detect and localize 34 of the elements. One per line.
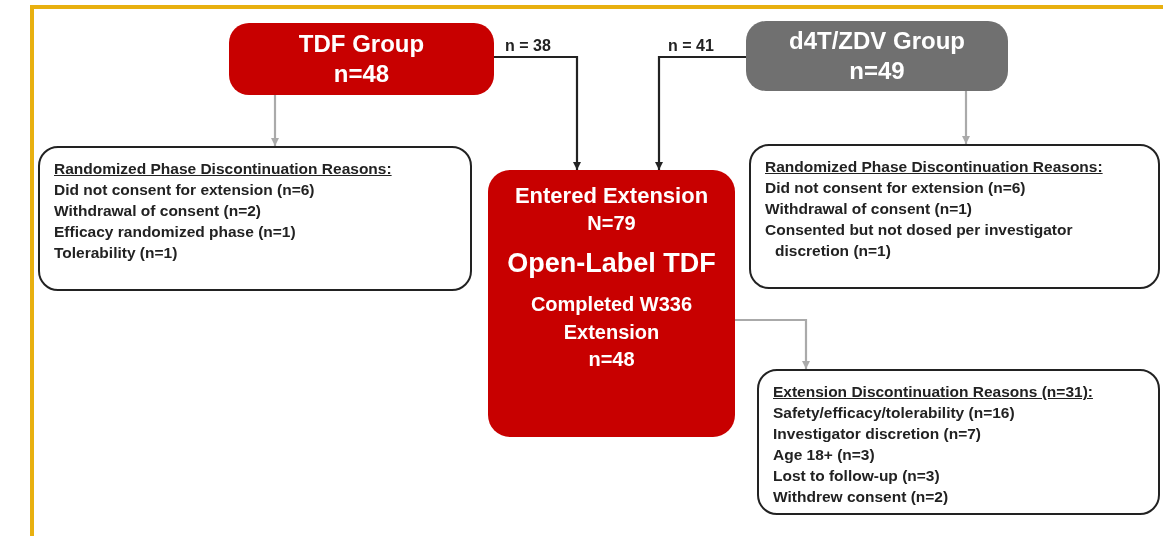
list-item: Withdrawal of consent (n=1) xyxy=(765,200,972,217)
group-box xyxy=(746,21,1008,91)
arrow xyxy=(962,91,970,144)
box-text: n=48 xyxy=(588,347,635,372)
list-heading: Randomized Phase Discontinuation Reasons: xyxy=(765,157,1103,177)
list-item: Withdrew consent (n=2) xyxy=(773,488,949,505)
list-heading: Extension Discontinuation Reasons (n=31): xyxy=(773,382,1093,402)
reasons-box xyxy=(38,146,472,291)
group-count: n=49 xyxy=(849,56,905,86)
list-item: Efficacy randomized phase (n=1) xyxy=(54,223,296,240)
extension-box xyxy=(488,170,735,437)
list-item: Did not consent for extension (n=6) xyxy=(54,181,315,198)
box-text: N=79 xyxy=(587,211,636,236)
reasons-box xyxy=(749,144,1160,289)
group-title: d4T/ZDV Group xyxy=(789,26,965,56)
list-item: Safety/efficacy/tolerability (n=16) xyxy=(773,404,1015,421)
list-item: Consented but not dosed per investigator discretion (n=1) xyxy=(765,221,1073,259)
arrow xyxy=(655,55,746,170)
list-item: Age 18+ (n=3) xyxy=(773,446,875,463)
arrow xyxy=(494,55,581,170)
group-count: n=48 xyxy=(333,59,390,89)
list-heading: Randomized Phase Discontinuation Reasons: xyxy=(54,159,392,179)
list-item: Tolerability (n=1) xyxy=(54,244,178,261)
box-text: Entered Extension xyxy=(514,182,709,210)
arrow xyxy=(735,318,810,369)
reasons-box xyxy=(757,369,1160,515)
list-item: Investigator discretion (n=7) xyxy=(773,425,981,442)
group-box xyxy=(229,23,494,95)
group-title: TDF Group xyxy=(298,29,425,59)
box-title: Open-Label TDF xyxy=(507,247,716,280)
list-item: Withdrawal of consent (n=2) xyxy=(54,202,261,219)
list-item: Lost to follow-up (n=3) xyxy=(773,467,940,484)
list-item: Did not consent for extension (n=6) xyxy=(765,179,1026,196)
arrow xyxy=(271,95,279,146)
